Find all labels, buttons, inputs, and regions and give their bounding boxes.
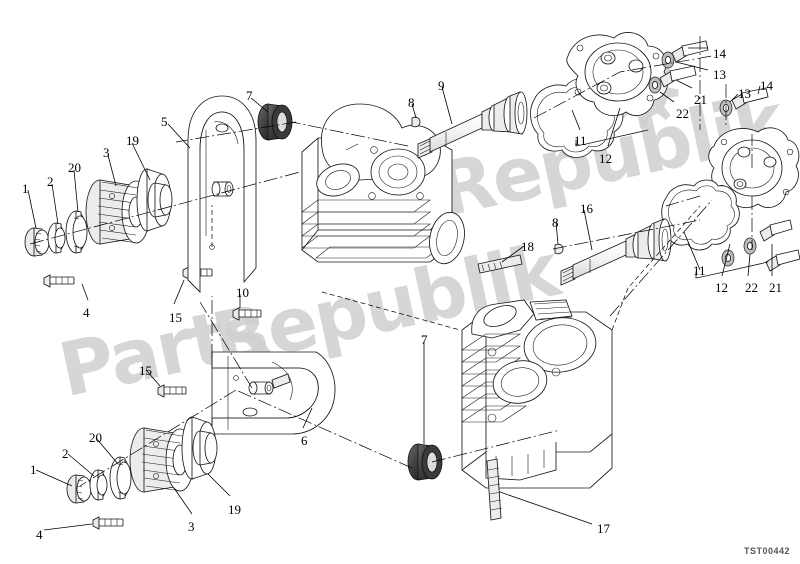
- upper-oil-seal: [257, 103, 293, 141]
- callout-number-12: 12: [715, 280, 728, 295]
- callout-number-20: 20: [89, 430, 102, 445]
- horizontal-belt-cover: [157, 351, 336, 435]
- callout-number-1: 1: [30, 462, 37, 477]
- callout-number-8: 8: [552, 215, 559, 230]
- bracket-marks: [575, 129, 769, 279]
- vertical-belt-cover: [187, 95, 257, 294]
- callout-number-16: 16: [580, 201, 593, 216]
- callout-number-11: 11: [574, 133, 587, 148]
- callout-number-13: 13: [713, 67, 726, 82]
- callout-number-2: 2: [47, 174, 54, 189]
- callout-number-15: 15: [169, 310, 182, 325]
- callout-number-2: 2: [62, 446, 69, 461]
- callout-number-13: 13: [738, 86, 751, 101]
- callout-number-3: 3: [103, 145, 110, 160]
- callout-number-14: 14: [760, 78, 773, 93]
- cylinder-head-upper: [301, 103, 465, 265]
- callout-number-7: 7: [246, 88, 253, 103]
- callout-number-19: 19: [228, 502, 241, 517]
- diagram-reference-code: TST00442: [743, 546, 790, 556]
- horizontal-camshaft: [554, 218, 672, 286]
- callout-number-8: 8: [408, 95, 415, 110]
- callout-number-9: 9: [438, 78, 445, 93]
- callout-number-1: 1: [22, 181, 29, 196]
- callout-number-4: 4: [83, 305, 90, 320]
- callout-number-7: 7: [421, 332, 428, 347]
- callout-number-15: 15: [139, 363, 152, 378]
- leader-lines: [27, 47, 773, 531]
- lower-oil-seal: [407, 443, 443, 481]
- callout-number-22: 22: [676, 106, 689, 121]
- callout-number-6: 6: [301, 433, 308, 448]
- center-lines: [29, 36, 753, 487]
- callout-number-18: 18: [521, 239, 534, 254]
- cylinder-head-lower: [461, 299, 613, 489]
- callout-number-22: 22: [745, 280, 758, 295]
- callout-number-20: 20: [68, 160, 81, 175]
- callout-number-3: 3: [188, 519, 195, 534]
- callout-number-17: 17: [597, 521, 610, 536]
- vertical-camshaft: [411, 91, 528, 159]
- callout-number-19: 19: [126, 133, 139, 148]
- lower-left-pulley-assembly: [66, 416, 218, 530]
- callout-number-11: 11: [693, 263, 706, 278]
- callout-number-10: 10: [236, 285, 249, 300]
- callout-number-5: 5: [161, 114, 168, 129]
- callout-number-14: 14: [713, 46, 726, 61]
- lower-cover: [661, 87, 800, 272]
- callout-number-4: 4: [36, 527, 43, 542]
- callout-number-21: 21: [694, 92, 707, 107]
- callout-number-21: 21: [769, 280, 782, 295]
- stud-18: [477, 254, 523, 274]
- callout-number-12: 12: [599, 151, 612, 166]
- upper-cover: [566, 32, 668, 116]
- stud-17: [486, 458, 503, 521]
